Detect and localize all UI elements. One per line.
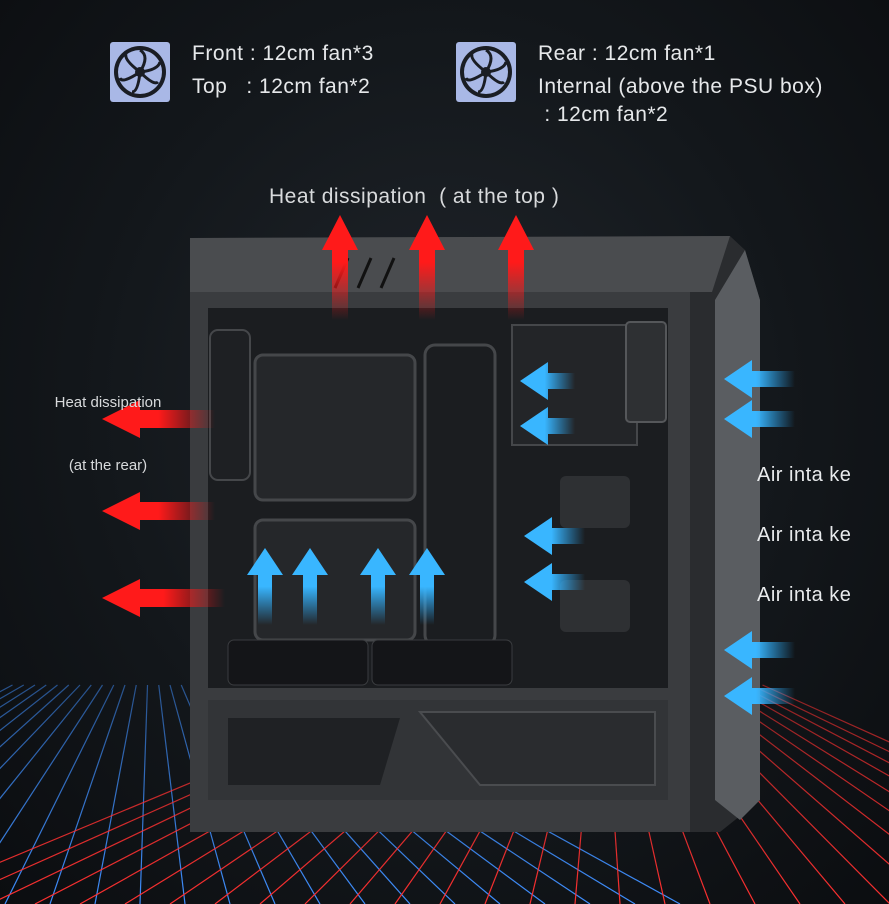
rear-heat-line2: (at the rear) — [68, 457, 148, 474]
rear-heat-label: Heat dissipation (at the rear) — [38, 350, 178, 497]
internal-fan-spec: Internal (above the PSU box) — [538, 75, 823, 98]
arrow-left-icon — [102, 579, 225, 617]
fan-icon — [110, 42, 170, 102]
arrow-left-icon — [524, 517, 585, 555]
arrow-left-icon — [520, 407, 575, 445]
pc-case — [190, 236, 760, 832]
arrow-left-icon — [724, 360, 795, 398]
arrow-left-icon — [102, 492, 215, 530]
top-heat-label: Heat dissipation ( at the top ) — [269, 185, 560, 208]
arrow-left-icon — [102, 400, 215, 438]
arrow-left-icon — [724, 400, 795, 438]
rear-heat-line1: Heat dissipation — [54, 394, 162, 411]
arrow-left-icon — [724, 677, 795, 715]
arrow-left-icon — [520, 362, 575, 400]
arrow-left-icon — [724, 631, 795, 669]
arrow-up-icon — [247, 548, 283, 625]
front-fan-spec: Front : 12cm fan*3 — [192, 42, 374, 65]
arrow-up-icon — [322, 215, 358, 320]
arrow-up-icon — [360, 548, 396, 625]
top-exhaust-arrows — [322, 215, 534, 320]
air-intake-label: Air inta ke — [757, 464, 852, 486]
air-intake-label: Air inta ke — [757, 584, 852, 606]
top-fan-spec: Top : 12cm fan*2 — [192, 75, 371, 98]
air-intake-label: Air inta ke — [757, 524, 852, 546]
arrow-left-icon — [524, 563, 585, 601]
drive-bay-airflow-arrows — [520, 362, 585, 601]
internal-fan-count: : 12cm fan*2 — [538, 103, 669, 126]
front-intake-arrows — [724, 360, 795, 715]
fan-icon — [456, 42, 516, 102]
arrow-up-icon — [498, 215, 534, 320]
rear-exhaust-arrows — [102, 400, 225, 617]
arrow-up-icon — [409, 548, 445, 625]
arrow-up-icon — [409, 215, 445, 320]
rear-fan-spec: Rear : 12cm fan*1 — [538, 42, 716, 65]
arrow-up-icon — [292, 548, 328, 625]
internal-intake-arrows — [247, 548, 445, 625]
